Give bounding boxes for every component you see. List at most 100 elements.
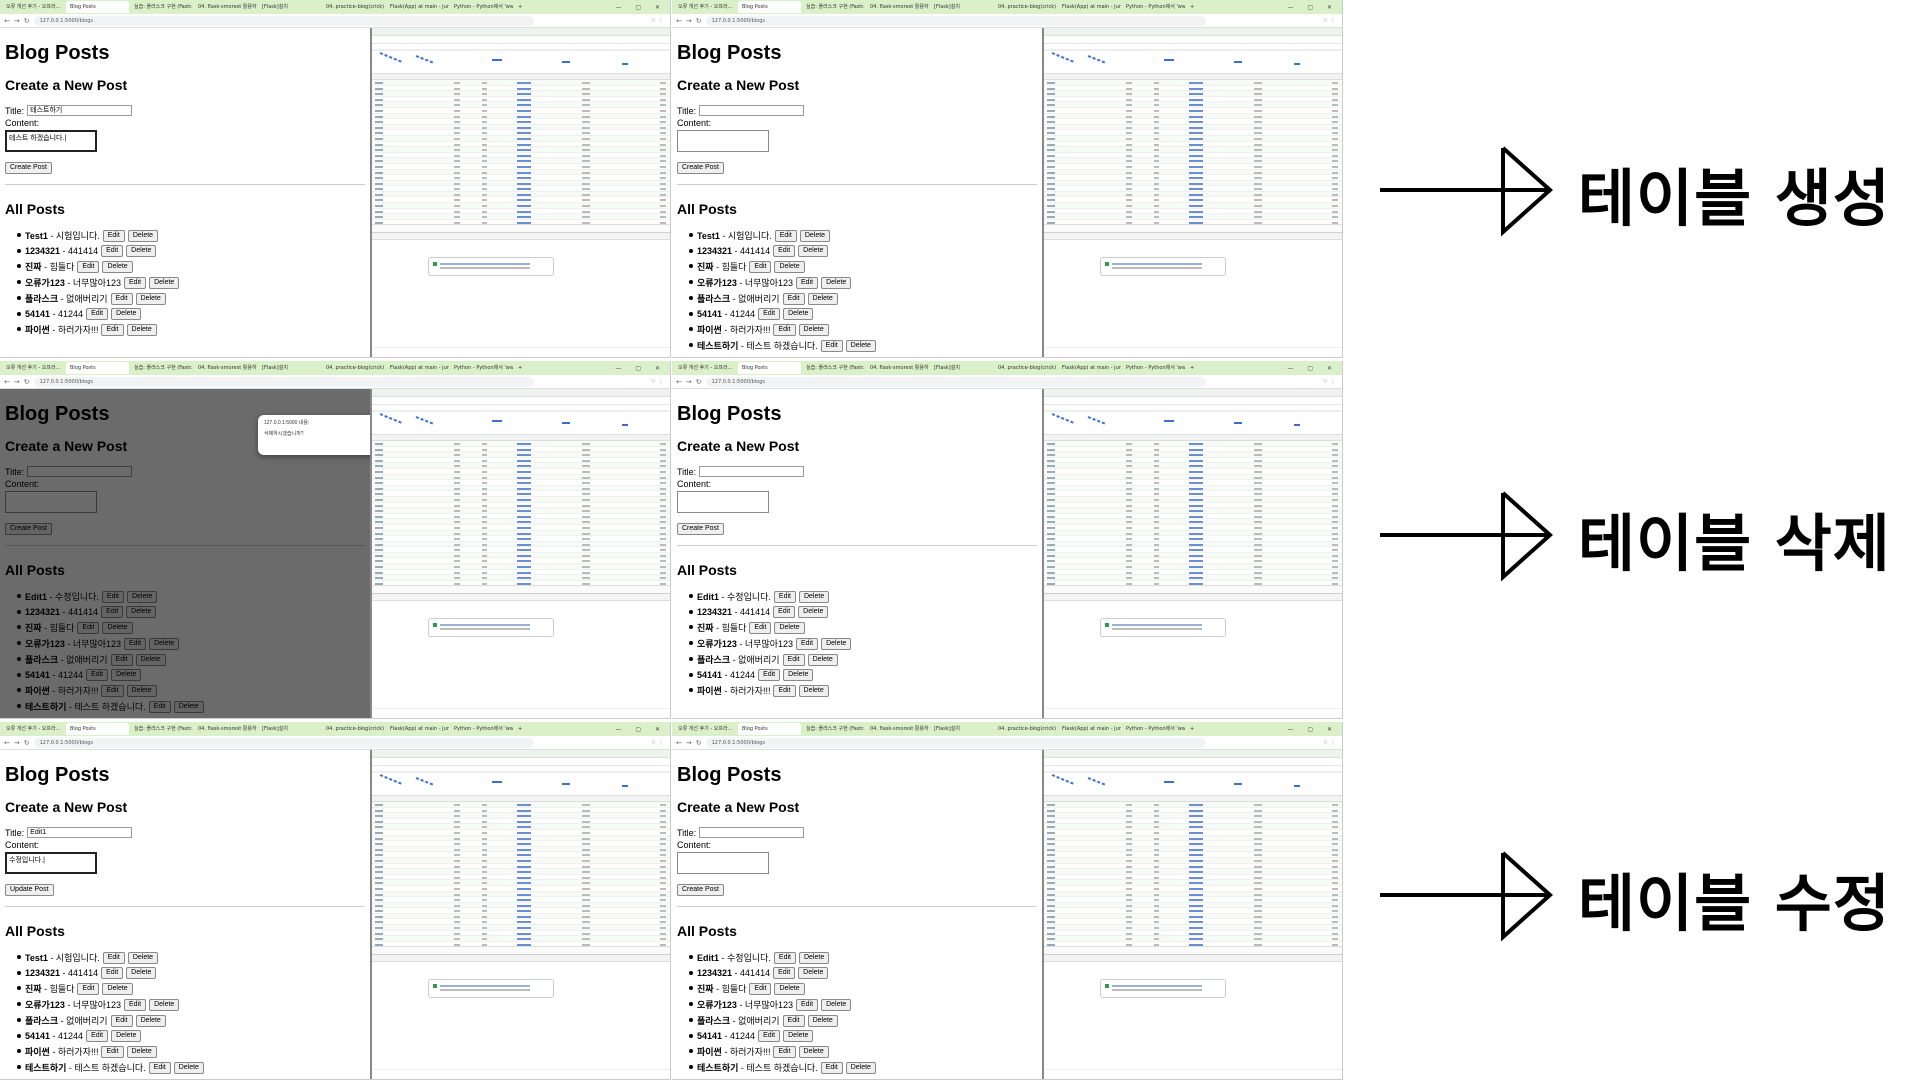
- network-request-row[interactable]: [1044, 124, 1342, 131]
- reload-icon[interactable]: ↻: [23, 377, 30, 386]
- delete-button[interactable]: Delete: [807, 292, 838, 305]
- browser-tab[interactable]: 04. flask-smorest 활용하...: [198, 365, 257, 371]
- browser-toolbar-icons[interactable]: ☆ ⋮: [650, 378, 664, 385]
- network-request-row[interactable]: [372, 142, 670, 148]
- delete-button[interactable]: Delete: [798, 245, 829, 257]
- browser-tab[interactable]: 04. flask-smorest 활용하...: [870, 365, 929, 371]
- delete-button[interactable]: Delete: [135, 1014, 166, 1027]
- network-request-row[interactable]: [372, 147, 670, 153]
- url-input[interactable]: 127.0.0.1:5000/blogs: [705, 15, 1206, 26]
- network-request-row[interactable]: [372, 441, 670, 447]
- network-request-row[interactable]: [1044, 852, 1342, 858]
- network-filter-bar[interactable]: [372, 758, 670, 766]
- edit-button[interactable]: Edit: [102, 951, 125, 964]
- network-request-row[interactable]: [372, 913, 670, 920]
- delete-button[interactable]: Delete: [799, 229, 831, 242]
- browser-tab[interactable]: Python - Python에서 'ww...: [454, 726, 513, 732]
- network-request-row[interactable]: [1044, 142, 1342, 148]
- network-request-row[interactable]: [1044, 869, 1342, 875]
- reload-icon[interactable]: ↻: [695, 377, 702, 386]
- network-request-row[interactable]: [1044, 452, 1342, 458]
- edit-button[interactable]: Edit: [782, 1014, 805, 1027]
- window-controls[interactable]: — ▢ ✕: [1287, 3, 1338, 11]
- title-input[interactable]: [699, 105, 805, 116]
- network-table-header[interactable]: [1044, 74, 1342, 80]
- delete-button[interactable]: Delete: [149, 276, 180, 289]
- browser-tab[interactable]: [Flask]설치: [934, 4, 960, 10]
- network-request-row[interactable]: [372, 830, 670, 836]
- network-table-header[interactable]: [372, 796, 670, 802]
- browser-tab[interactable]: [Flask]설치: [262, 4, 288, 10]
- network-table-header[interactable]: [372, 435, 670, 441]
- network-request-row[interactable]: [372, 474, 670, 481]
- content-textarea[interactable]: 수정입니다.|: [5, 852, 97, 874]
- delete-button[interactable]: Delete: [111, 1030, 142, 1042]
- network-table-header[interactable]: [372, 74, 670, 80]
- network-request-row[interactable]: [1044, 463, 1342, 469]
- network-request-row[interactable]: [372, 552, 670, 559]
- network-request-row[interactable]: [1044, 175, 1342, 181]
- delete-button[interactable]: Delete: [102, 982, 133, 995]
- network-request-row[interactable]: [1044, 209, 1342, 215]
- window-controls[interactable]: — ▢ ✕: [1287, 725, 1338, 733]
- browser-toolbar-icons[interactable]: ☆ ⋮: [1322, 739, 1336, 746]
- edit-button[interactable]: Edit: [773, 606, 796, 618]
- network-request-row[interactable]: [1044, 180, 1342, 187]
- browser-tab[interactable]: 실습: 플라스크 구현 (Fastr...: [806, 4, 865, 10]
- network-request-row[interactable]: [1044, 447, 1342, 453]
- browser-tab[interactable]: 04. practice-blog(crick): [998, 365, 1057, 371]
- network-request-row[interactable]: [1044, 458, 1342, 464]
- network-request-row[interactable]: [372, 558, 670, 565]
- edit-button[interactable]: Edit: [773, 684, 796, 697]
- network-request-row[interactable]: [1044, 570, 1342, 576]
- browser-tab[interactable]: [Flask]설치: [934, 726, 960, 732]
- delete-button[interactable]: Delete: [111, 308, 142, 320]
- browser-tab[interactable]: Python - Python에서 'ww...: [1126, 4, 1185, 10]
- network-request-row[interactable]: [1044, 547, 1342, 553]
- browser-tab[interactable]: +: [1190, 365, 1195, 371]
- network-request-row[interactable]: [1044, 485, 1342, 492]
- url-input[interactable]: 127.0.0.1:5000/blogs: [33, 376, 534, 387]
- network-table-header[interactable]: [1044, 796, 1342, 802]
- edit-button[interactable]: Edit: [124, 998, 147, 1011]
- network-request-row[interactable]: [372, 530, 670, 537]
- delete-button[interactable]: Delete: [798, 684, 829, 697]
- network-request-row[interactable]: [1044, 514, 1342, 520]
- delete-button[interactable]: Delete: [149, 998, 180, 1011]
- edit-button[interactable]: Edit: [101, 245, 124, 257]
- network-request-row[interactable]: [1044, 541, 1342, 548]
- delete-button[interactable]: Delete: [783, 669, 814, 681]
- network-request-row[interactable]: [372, 491, 670, 497]
- network-request-row[interactable]: [372, 508, 670, 514]
- delete-button[interactable]: Delete: [126, 967, 157, 979]
- delete-button[interactable]: Delete: [845, 339, 876, 352]
- devtools-tabs[interactable]: [1044, 750, 1342, 758]
- network-request-row[interactable]: [1044, 536, 1342, 542]
- edit-button[interactable]: Edit: [820, 1061, 843, 1074]
- browser-tab[interactable]: 오류 개선 후기 - 오프라...: [6, 365, 61, 371]
- network-request-row[interactable]: [372, 869, 670, 875]
- network-request-row[interactable]: [372, 875, 670, 881]
- network-request-row[interactable]: [372, 852, 670, 858]
- network-filter-bar[interactable]: [1044, 397, 1342, 405]
- browser-tab[interactable]: 실습: 플라스크 구현 (Fastr...: [134, 365, 193, 371]
- edit-button[interactable]: Edit: [110, 1014, 133, 1027]
- network-request-row[interactable]: [372, 880, 670, 886]
- network-request-row[interactable]: [1044, 130, 1342, 136]
- network-request-row[interactable]: [1044, 113, 1342, 120]
- back-icon[interactable]: ←: [4, 16, 10, 25]
- url-input[interactable]: 127.0.0.1:5000/blogs: [33, 737, 534, 748]
- network-request-row[interactable]: [372, 514, 670, 520]
- url-input[interactable]: 127.0.0.1:5000/blogs: [705, 737, 1206, 748]
- network-request-row[interactable]: [1044, 857, 1342, 864]
- network-request-row[interactable]: [1044, 808, 1342, 814]
- browser-tab[interactable]: 실습: 플라스크 구현 (Fastr...: [134, 726, 193, 732]
- network-request-row[interactable]: [372, 469, 670, 475]
- devtools-tabs[interactable]: [372, 389, 670, 397]
- network-request-row[interactable]: [372, 135, 670, 142]
- network-request-row[interactable]: [372, 214, 670, 220]
- window-controls[interactable]: — ▢ ✕: [615, 364, 666, 372]
- browser-tab[interactable]: Blog Posts: [66, 1, 129, 13]
- browser-tab[interactable]: 04. flask-smorest 활용하...: [198, 4, 257, 10]
- back-icon[interactable]: ←: [676, 16, 682, 25]
